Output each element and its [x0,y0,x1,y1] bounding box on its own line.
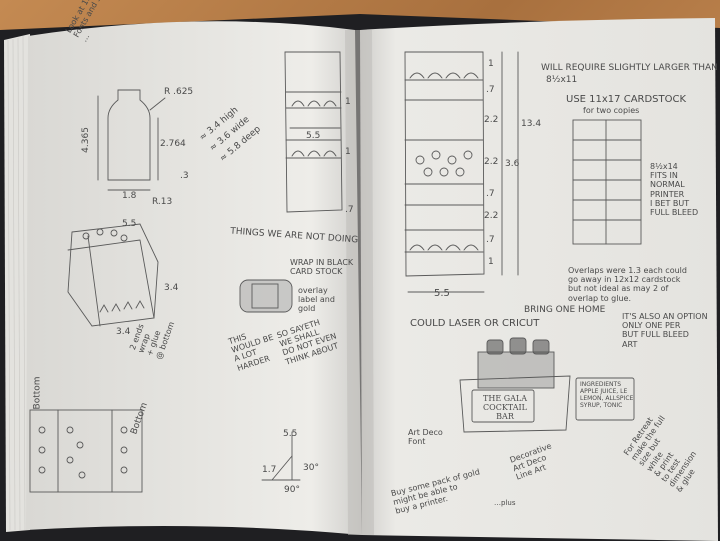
paper-note-line: PRINTER [650,189,685,199]
hex-box-sketch [67,223,159,327]
ingredients-line: SYRUP, TONIC [580,401,623,409]
bar-sign: THE GALA COCKTAIL BAR [476,394,534,422]
bottle-base-width: 1.8 [122,191,137,201]
col-mark-2: .7 [486,85,495,95]
angle-label-2: 1.7 [262,465,277,475]
bottom-strip-sketch [29,409,143,493]
overlaps-note: Overlaps were 1.3 each could go away in … [568,266,687,303]
could-laser-note: COULD LASER OR CRICUT [410,318,540,329]
mid-mark: 3.6 [505,159,520,169]
panel-mark-2: 1 [345,147,351,157]
overlay-note-line: label and [298,295,335,305]
overlaps-line: but not ideal as may 2 of [568,284,669,294]
for-two-copies: for two copies [583,106,640,115]
total-height: 13.4 [521,119,542,129]
right-page [360,18,718,541]
art-deco-line: Art Deco [408,428,443,437]
header-note-2: 8½x11 [546,75,578,85]
page-stack [4,34,30,532]
ingredients-line: APPLE JUICE, LE [580,387,628,395]
paper-note-line: FULL BLEED [650,207,699,217]
also-option-line: IT'S ALSO AN OPTION [622,312,708,321]
grid-sketch [572,119,642,245]
col-mark-3: 2.2 [484,115,499,125]
also-option-line: ONLY ONE PER [622,321,681,331]
overlaps-line: Overlaps were 1.3 each could [568,266,687,275]
bottle-body-height: 2.764 [160,139,186,149]
box-dim-top: 5.5 [122,219,137,229]
wrap-note-line: WRAP IN BLACK [290,258,354,267]
angle-label-4: 90° [284,485,300,495]
wrap-note-line: CARD STOCK [290,267,343,277]
art-deco-note: Art Deco Font [408,428,443,446]
ingredients-card: INGREDIENTS APPLE JUICE, LE LEMON, ALLSP… [580,381,634,410]
left-panel-sketch [284,51,343,213]
bar-sign-line: COCKTAIL BAR [483,403,527,422]
panel-mark-1: 1 [345,97,351,107]
bottle-sketch [97,89,166,191]
col-mark-4: 2.2 [484,157,499,167]
overlay-note: overlay label and gold [298,286,335,314]
cocktail-bar-sketch [459,337,635,433]
box-dim-depth: 3.4 [116,327,131,337]
panel-width: 5.5 [306,131,321,141]
angle-label-1: 5.5 [283,429,298,439]
angle-label-3: 30° [303,463,319,473]
right-column-sketch [404,51,519,293]
col-mark-1: 1 [488,59,494,69]
strip-label-left: Bottom [32,376,43,410]
wrap-label-sketch [239,279,293,313]
col-mark-8: 1 [488,257,494,267]
use-cardstock-note: USE 11x17 CARDSTOCK [566,94,687,105]
also-option-note: IT'S ALSO AN OPTION ONLY ONE PER BUT FUL… [622,312,708,349]
ingredients-line: LEMON, ALLSPICE [580,394,634,402]
box-dim-side: 3.4 [164,283,179,293]
col-mark-7: .7 [486,235,495,245]
bottle-height: 4.365 [80,127,91,153]
panel-mark-3: .7 [345,205,354,215]
paper-note-line: NORMAL [650,180,685,190]
overlay-note-line: gold [298,304,316,314]
small-note: …plus [494,499,516,507]
art-deco-line: Font [408,437,426,447]
width-label: 5.5 [434,288,450,299]
bottle-base-radius: R.13 [152,197,173,207]
paper-note-line: FITS IN [650,171,678,181]
bar-sign-line: THE GALA [483,394,527,403]
overlaps-line: overlap to glue. [568,293,631,303]
also-option-line: BUT FULL BLEED [622,330,689,340]
bottle-base-offset: .3 [180,171,189,181]
overlaps-line: go away in 12x12 cardstock [568,275,681,285]
paper-note-line: I BET BUT [650,198,690,208]
left-page [26,21,362,536]
angle-sketch [261,431,301,481]
paper-note: 8½x14 FITS IN NORMAL PRINTER I BET BUT F… [650,162,698,217]
also-option-line: ART [622,339,638,349]
bottle-radius: R .625 [164,87,194,97]
paper-note-line: 8½x14 [650,162,678,171]
ingredients-line: INGREDIENTS [580,381,622,388]
header-note-1: WILL REQUIRE SLIGHTLY LARGER THAN [541,63,718,73]
col-mark-6: 2.2 [484,211,499,221]
bring-home-note: BRING ONE HOME [524,305,606,315]
wrap-note: WRAP IN BLACK CARD STOCK [290,258,353,276]
overlay-note-line: overlay [298,286,328,295]
col-mark-5: .7 [486,189,495,199]
